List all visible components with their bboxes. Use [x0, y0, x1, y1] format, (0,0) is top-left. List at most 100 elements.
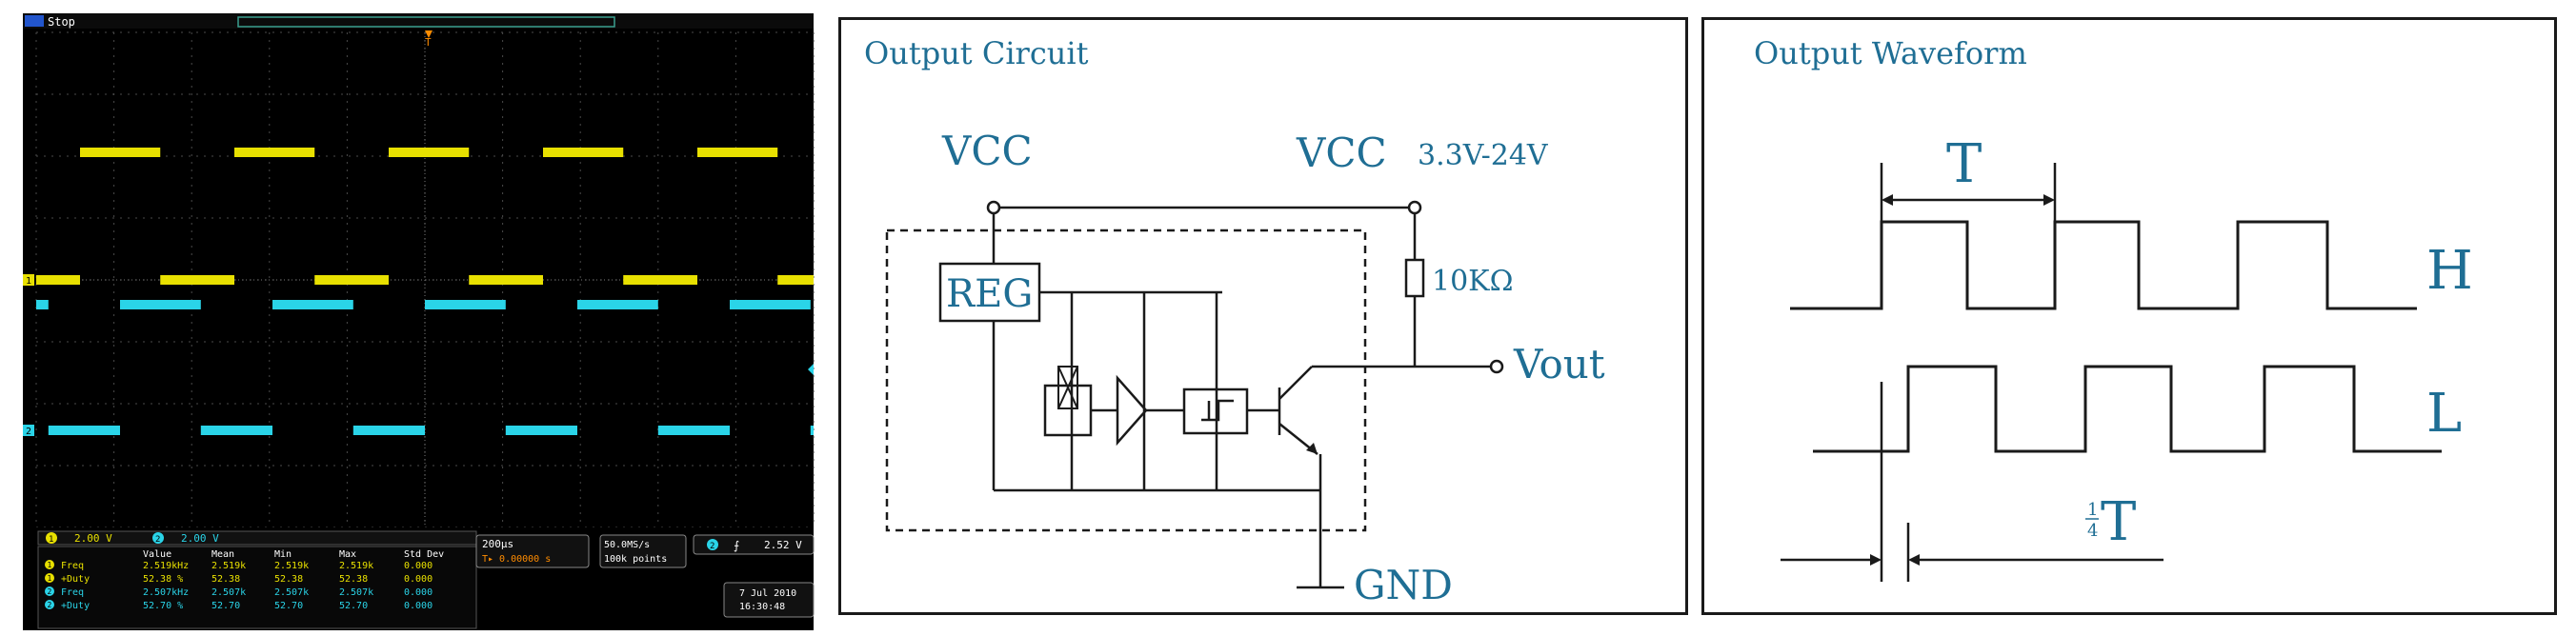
period-marker — [1880, 163, 2057, 222]
trace-high-segment — [120, 300, 201, 309]
quarter-numerator: 1 — [2087, 500, 2098, 520]
measure-channel-icon — [45, 560, 54, 569]
gnd-label: GND — [1354, 562, 1453, 608]
measure-cell: +Duty — [61, 601, 90, 611]
ch2-ground-marker — [23, 425, 34, 436]
record-overview-bar — [237, 16, 615, 28]
run-indicator-icon — [25, 15, 44, 27]
measure-cell: 52.38 % — [143, 574, 183, 585]
measure-channel: 1 — [48, 574, 52, 583]
resistor-label: 10KΩ — [1432, 265, 1513, 298]
quarter-period-marker — [1781, 382, 2163, 582]
trace-low-segment — [657, 426, 730, 435]
quarter-arrow-left-icon — [1870, 554, 1882, 566]
trigger-position: T▸ 0.00000 s — [482, 554, 551, 565]
supply-range: 3.3V-24V — [1418, 139, 1549, 172]
measure-header: Std Dev — [404, 549, 444, 560]
measure-cell: 2.519k — [211, 561, 246, 571]
output-waveform-panel: Output Waveform T H L 1 4 T — [1701, 17, 2557, 615]
waveform-title: Output Waveform — [1754, 35, 2027, 71]
ch1-ground-marker — [23, 274, 34, 286]
measure-header: Value — [143, 549, 171, 560]
trace-low-segment — [200, 426, 272, 435]
trigger-source: 2 — [710, 542, 714, 551]
trace-high-segment — [730, 300, 811, 309]
oscilloscope-screen: Stop T 1 2 1 2.00 V 2 2.00 V Value Mean Mi… — [0, 0, 819, 636]
ch2-offscreen-arrow-icon — [808, 364, 814, 375]
trigger-slope-icon: ⨍ — [734, 539, 739, 552]
measure-cell: 2.519kHz — [143, 561, 189, 571]
reg-label: REG — [946, 272, 1033, 316]
measure-cell: 2.507k — [211, 587, 246, 598]
trigger-marker: T — [425, 36, 432, 49]
trigger-source-icon — [707, 539, 718, 550]
measure-cell: 2.519k — [339, 561, 373, 571]
measure-channel-icon — [45, 600, 54, 609]
measure-cell: 0.000 — [404, 574, 433, 585]
trace-low-segment — [314, 275, 389, 285]
circuit-title: Output Circuit — [864, 35, 1089, 71]
measure-cell: Freq — [61, 561, 84, 571]
vout-terminal — [1489, 359, 1504, 374]
measure-cell: Freq — [61, 587, 84, 598]
measurement-table — [37, 546, 477, 629]
trace-high-segment — [36, 300, 49, 309]
datetime-box — [723, 582, 815, 618]
quarter-period-label: T — [2101, 491, 2136, 553]
measure-cell: 0.000 — [404, 561, 433, 571]
vcc-left-label: VCC — [941, 128, 1033, 174]
ch1-marker: 1 — [26, 276, 31, 287]
record-length: 100k points — [604, 554, 667, 565]
trace-high-segment — [577, 300, 658, 309]
measure-cell: 2.507k — [339, 587, 373, 598]
trace-low-segment — [36, 275, 80, 285]
trace-low-segment — [505, 426, 577, 435]
trace-low-segment — [469, 275, 543, 285]
measure-cell: 2.519k — [274, 561, 309, 571]
measure-cell: 0.000 — [404, 587, 433, 598]
measure-cell: 52.70 — [339, 601, 368, 611]
trace-low-segment — [48, 426, 120, 435]
hall-element-icon — [1057, 366, 1078, 409]
measure-header: Mean — [211, 549, 234, 560]
trigger-box[interactable] — [693, 534, 815, 555]
trace-high-segment — [425, 300, 506, 309]
trigger-position-icon — [425, 30, 433, 38]
measure-header: Min — [274, 549, 292, 560]
sample-rate: 50.0MS/s — [604, 540, 650, 550]
trace-low-segment — [777, 275, 814, 285]
quarter-denominator: 4 — [2087, 521, 2098, 541]
trace-low-segment — [352, 426, 425, 435]
measure-channel: 2 — [48, 601, 52, 609]
trace-low-segment — [623, 275, 697, 285]
measure-header: Max — [339, 549, 356, 560]
ch1-scale: 2.00 V — [74, 532, 112, 545]
low-waveform — [1813, 365, 2442, 453]
run-state: Stop — [48, 15, 75, 29]
trace-high-segment — [272, 300, 353, 309]
high-label: H — [2426, 240, 2473, 302]
measure-cell: 52.70 — [211, 601, 240, 611]
ic-package-outline — [885, 229, 1367, 532]
trace-high-segment — [80, 148, 161, 157]
trigger-level: 2.52 V — [764, 539, 802, 551]
ch2-scale: 2.00 V — [181, 532, 219, 545]
acquisition-box[interactable] — [599, 534, 687, 568]
measure-cell: 2.507kHz — [143, 587, 189, 598]
ch2-scale-badge: 2 — [155, 535, 160, 545]
ch1-scale-icon — [46, 532, 57, 544]
low-label: L — [2426, 383, 2462, 445]
circuit-wiring — [885, 206, 1491, 589]
vout-label: Vout — [1513, 341, 1605, 388]
vcc-left-terminal — [986, 200, 1001, 215]
vcc-right-terminal — [1407, 200, 1422, 215]
timebase-box[interactable] — [475, 534, 590, 568]
ch2-scale-icon — [152, 532, 164, 544]
measure-cell: +Duty — [61, 574, 90, 585]
measure-cell: 2.507k — [274, 587, 309, 598]
trace-high-segment — [234, 148, 315, 157]
reg-block — [938, 262, 1041, 323]
period-arrow-right-icon — [2043, 194, 2055, 206]
vcc-right-label: VCC — [1296, 129, 1387, 176]
trace-high-segment — [697, 148, 778, 157]
